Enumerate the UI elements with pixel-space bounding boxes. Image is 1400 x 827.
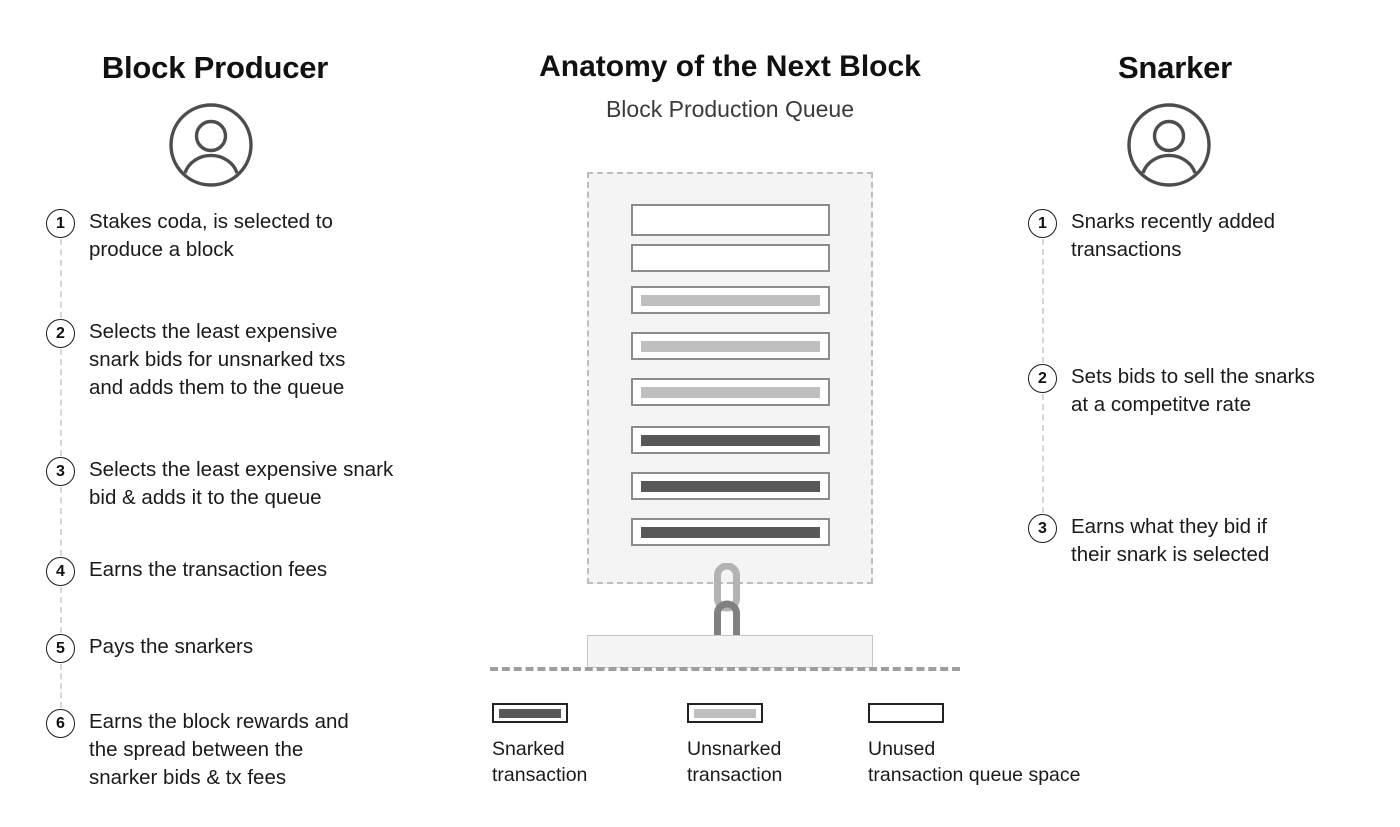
legend-swatch-fill bbox=[694, 708, 756, 718]
step-text: Sets bids to sell the snarks at a compet… bbox=[1071, 365, 1315, 416]
step-number-badge: 5 bbox=[46, 634, 75, 663]
step-connector bbox=[60, 664, 62, 708]
step-item: 1 Stakes coda, is selected to produce a b… bbox=[46, 208, 333, 264]
legend-item: Unsnarked transaction bbox=[687, 703, 782, 788]
step-item: 3 Earns what they bid if their snark is s… bbox=[1028, 513, 1269, 569]
step-text: Snarks recently added transactions bbox=[1071, 210, 1275, 261]
step-text: Selects the least expensive snark bids f… bbox=[89, 320, 346, 399]
legend-swatch-unused bbox=[868, 703, 944, 723]
step-item: 1 Snarks recently added transactions bbox=[1028, 208, 1275, 264]
queue-slot-snarked bbox=[631, 426, 830, 454]
queue-slot-fill bbox=[641, 340, 820, 352]
step-text: Earns what they bid if their snark is se… bbox=[1071, 515, 1270, 566]
next-block-rect bbox=[587, 635, 873, 668]
queue-slot-fill bbox=[641, 386, 820, 398]
page-title: Anatomy of the Next Block bbox=[539, 50, 921, 83]
step-number-badge: 2 bbox=[46, 319, 75, 348]
step-number-badge: 6 bbox=[46, 709, 75, 738]
snarker-title: Snarker bbox=[1117, 50, 1233, 85]
legend-swatch-unsnarked bbox=[687, 703, 763, 723]
step-item: 4 Earns the transaction fees bbox=[46, 556, 327, 586]
step-connector bbox=[60, 487, 62, 556]
legend-label: Snarked transaction bbox=[492, 738, 588, 786]
step-item: 5 Pays the snarkers bbox=[46, 633, 253, 663]
queue-slot-snarked bbox=[631, 518, 830, 546]
user-avatar-icon bbox=[1126, 102, 1212, 188]
step-connector bbox=[60, 587, 62, 633]
step-item: 3 Selects the least expensive snark bid &… bbox=[46, 456, 393, 512]
user-avatar-icon bbox=[168, 102, 254, 188]
block-production-queue bbox=[587, 172, 873, 584]
legend-swatch-snarked bbox=[492, 703, 568, 723]
page-subtitle: Block Production Queue bbox=[605, 96, 855, 122]
legend-item: Snarked transaction bbox=[492, 703, 587, 788]
step-connector bbox=[60, 239, 62, 318]
section-divider bbox=[490, 667, 960, 671]
queue-slot-unsnarked bbox=[631, 286, 830, 314]
queue-slot-unused bbox=[631, 244, 830, 272]
step-item: 2 Selects the least expensive snark bids … bbox=[46, 318, 345, 402]
legend-label: Unused transaction queue space bbox=[868, 738, 1081, 786]
step-text: Stakes coda, is selected to produce a bl… bbox=[89, 210, 333, 261]
queue-slot-unsnarked bbox=[631, 378, 830, 406]
legend-swatch-fill bbox=[499, 708, 561, 718]
queue-slot-fill bbox=[641, 480, 820, 492]
step-number-badge: 2 bbox=[1028, 364, 1057, 393]
legend-label: Unsnarked transaction bbox=[687, 738, 783, 786]
step-connector bbox=[60, 349, 62, 456]
step-text: Selects the least expensive snark bid & … bbox=[89, 458, 394, 509]
step-connector bbox=[1042, 394, 1044, 513]
step-number-badge: 1 bbox=[46, 209, 75, 238]
step-connector bbox=[1042, 239, 1044, 363]
step-number-badge: 4 bbox=[46, 557, 75, 586]
step-item: 2 Sets bids to sell the snarks at a compe… bbox=[1028, 363, 1315, 419]
queue-slot-fill bbox=[641, 294, 820, 306]
step-number-badge: 3 bbox=[46, 457, 75, 486]
block-producer-title: Block Producer bbox=[101, 50, 329, 85]
queue-slot-unused bbox=[631, 204, 830, 236]
queue-slot-fill bbox=[641, 526, 820, 538]
queue-slot-fill bbox=[641, 434, 820, 446]
step-text: Earns the transaction fees bbox=[89, 558, 328, 581]
legend-item: Unused transaction queue space bbox=[868, 703, 1080, 788]
step-number-badge: 1 bbox=[1028, 209, 1057, 238]
step-number-badge: 3 bbox=[1028, 514, 1057, 543]
queue-slot-snarked bbox=[631, 472, 830, 500]
step-item: 6 Earns the block rewards and the spread … bbox=[46, 708, 349, 792]
queue-slot-unsnarked bbox=[631, 332, 830, 360]
step-text: Pays the snarkers bbox=[89, 635, 254, 658]
step-text: Earns the block rewards and the spread b… bbox=[89, 710, 349, 789]
